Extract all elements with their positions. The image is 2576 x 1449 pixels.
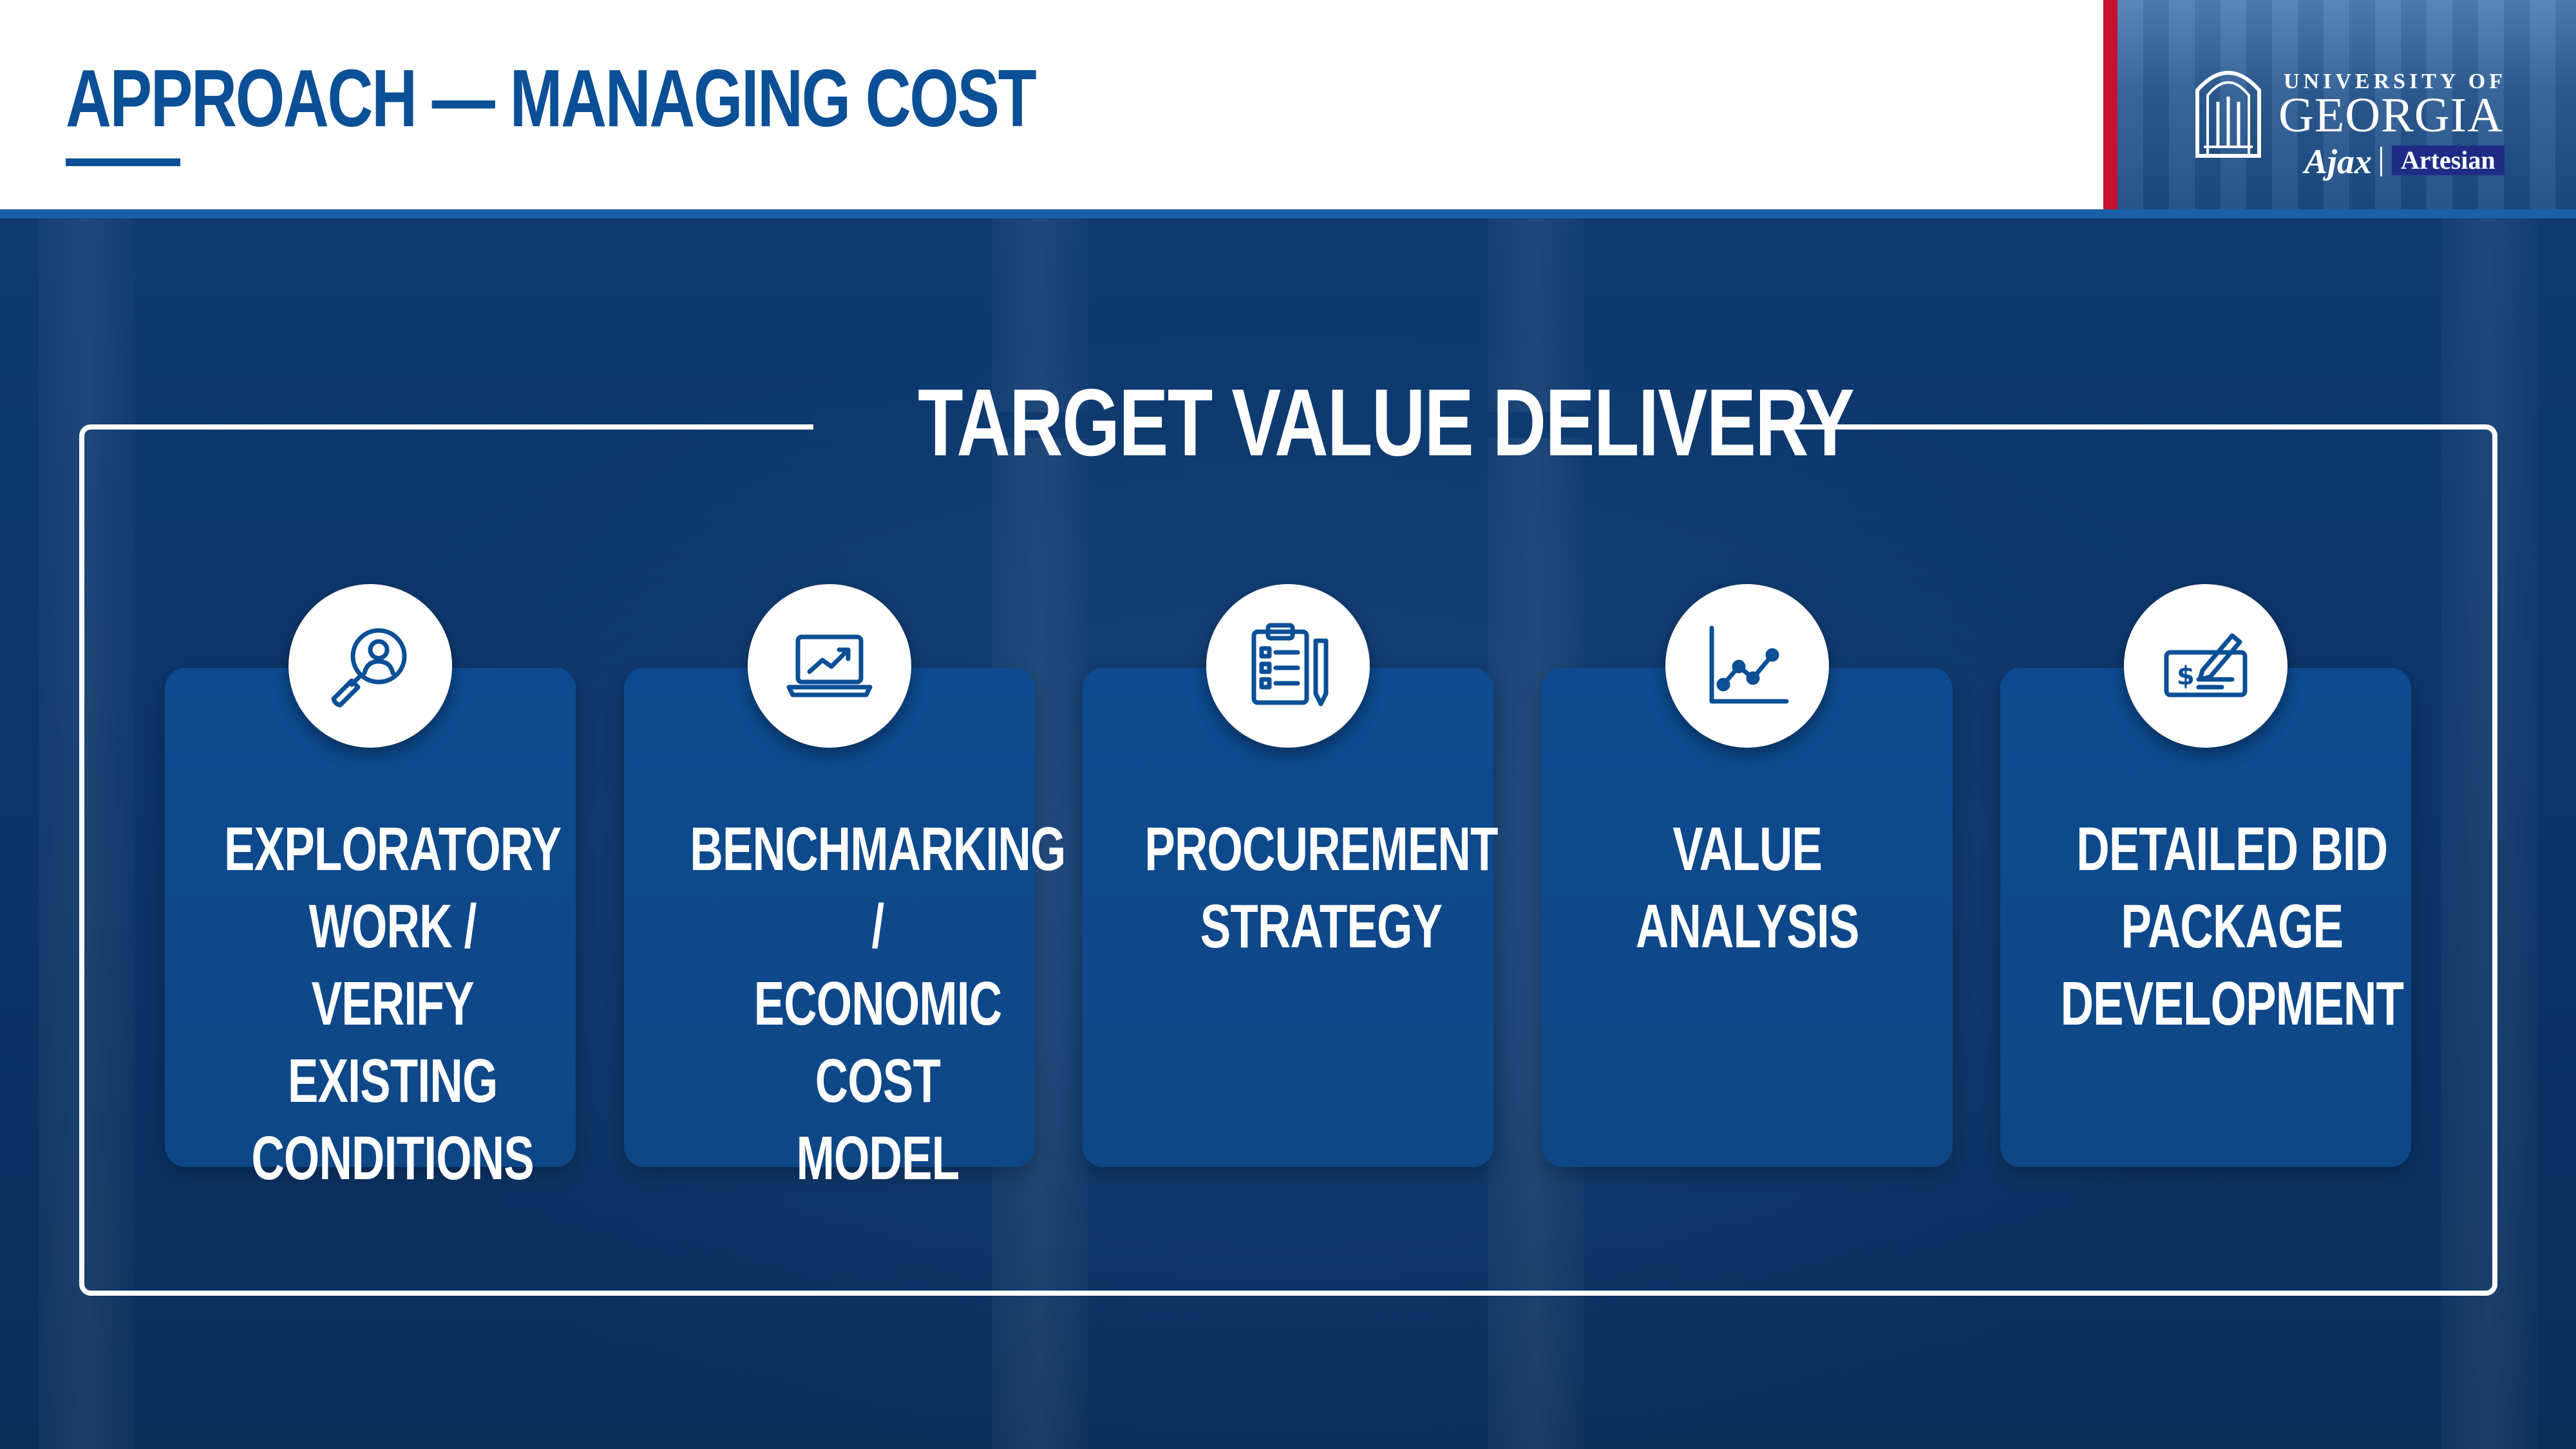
accent-red-bar — [2103, 0, 2117, 209]
card-value-analysis: VALUE ANALYSIS — [1542, 584, 1953, 1167]
magnifier-person-icon — [331, 628, 407, 708]
check-signing-icon: $ — [2164, 633, 2248, 697]
icon-circle: $ — [2124, 584, 2287, 748]
logo-panel: UNIVERSITY OF GEORGIA Ajax Artesian — [2117, 0, 2576, 209]
icon-circle — [1206, 584, 1370, 748]
page-title: APPROACH — MANAGING COST — [66, 53, 1037, 144]
card-label: BENCHMARKING / ECONOMIC COST MODEL — [690, 815, 1066, 1193]
icon-circle — [289, 584, 452, 748]
svg-text:$: $ — [2177, 661, 2195, 691]
card-detailed-bid-package: $ DETAILED BID PACKAGE DEVELOPMENT — [2000, 584, 2411, 1167]
logo-artesian: Artesian — [2392, 146, 2505, 175]
header-bar: APPROACH — MANAGING COST — [0, 0, 2105, 209]
frame-title-gap — [813, 412, 1763, 438]
logo-ajax: Ajax — [2304, 142, 2372, 181]
background-pillar — [39, 218, 135, 1449]
header-stripe — [0, 209, 2576, 218]
uga-arch-logo-icon — [2195, 71, 2261, 158]
logo-university-of: UNIVERSITY OF — [2284, 70, 2506, 93]
icon-circle — [1665, 584, 1829, 748]
card-label: VALUE ANALYSIS — [1635, 815, 1859, 961]
section-title: TARGET VALUE DELIVERY — [918, 370, 1855, 476]
line-chart-icon — [1709, 625, 1789, 704]
laptop-chart-icon — [786, 634, 873, 697]
card-benchmarking: BENCHMARKING / ECONOMIC COST MODEL — [624, 584, 1066, 1193]
icon-circle — [748, 584, 911, 748]
logo-georgia: GEORGIA — [2278, 88, 2503, 142]
logo-separator — [2380, 147, 2382, 176]
background-pillar — [2441, 218, 2537, 1449]
clipboard-checklist-icon — [1251, 623, 1329, 706]
card-label: PROCUREMENT STRATEGY — [1144, 815, 1498, 961]
card-exploratory-work: EXPLORATORY WORK / VERIFY EXISTING CONDI… — [165, 584, 576, 1193]
card-procurement-strategy: PROCUREMENT STRATEGY — [1083, 584, 1498, 1167]
card-label: EXPLORATORY WORK / VERIFY EXISTING CONDI… — [223, 815, 562, 1193]
card-label: DETAILED BID PACKAGE DEVELOPMENT — [2060, 815, 2404, 1038]
title-underline — [66, 158, 180, 166]
